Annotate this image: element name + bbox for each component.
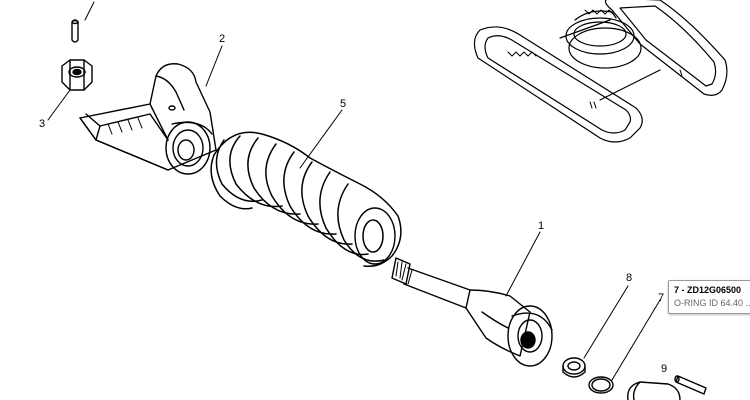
ring-part-8 bbox=[562, 357, 586, 378]
o-ring-part-7 bbox=[588, 376, 614, 394]
callout-9[interactable]: 9 bbox=[661, 363, 667, 375]
callout-8[interactable]: 8 bbox=[626, 272, 632, 284]
tooltip-description: O-RING ID 64.40 ... bbox=[674, 298, 750, 308]
part-tooltip: 7 - ZD12G06500 O-RING ID 64.40 ... bbox=[668, 280, 750, 314]
coil-spring-part-5 bbox=[210, 131, 402, 268]
callout-2[interactable]: 2 bbox=[219, 33, 225, 45]
leader-lines bbox=[47, 45, 661, 381]
pin-bottom-right bbox=[674, 375, 707, 395]
nut-part-3 bbox=[61, 59, 93, 91]
pin-top-left bbox=[71, 1, 95, 43]
track-frame-thumbnail bbox=[473, 0, 728, 143]
rod-part-1 bbox=[391, 257, 553, 367]
callout-3[interactable]: 3 bbox=[39, 118, 45, 130]
bushing-partial bbox=[627, 381, 681, 400]
callout-1[interactable]: 1 bbox=[538, 220, 544, 232]
callout-5[interactable]: 5 bbox=[340, 98, 346, 110]
callout-7[interactable]: 7 bbox=[658, 292, 664, 304]
yoke-part-2 bbox=[79, 63, 217, 175]
tooltip-title: 7 - ZD12G06500 bbox=[674, 285, 742, 295]
